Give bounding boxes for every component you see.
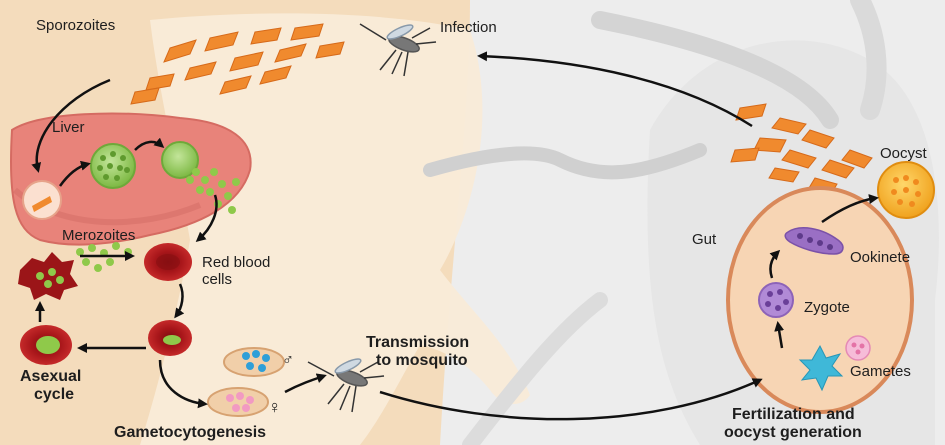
label-sporozoites: Sporozoites — [36, 18, 115, 35]
label-oocyst: Oocyst — [880, 146, 927, 163]
label-fertilization: Fertilization and — [732, 406, 855, 424]
label-zygote: Zygote — [804, 300, 850, 317]
male-gametocyte — [224, 348, 284, 376]
label-ookinete: Ookinete — [850, 250, 910, 267]
label-asexual: Asexual — [20, 368, 81, 386]
female-gametocyte — [208, 388, 268, 416]
label-red-blood: Red blood — [202, 255, 270, 272]
label-gut: Gut — [692, 232, 716, 249]
label-cells: cells — [202, 272, 232, 289]
label-infection: Infection — [440, 20, 497, 37]
label-to-mosquito: to mosquito — [376, 352, 468, 370]
male-symbol: ♂ — [282, 352, 294, 370]
label-transmission: Transmission — [366, 334, 469, 352]
red-blood-cell-center — [156, 254, 180, 270]
label-liver: Liver — [52, 120, 85, 137]
label-gametes: Gametes — [850, 364, 911, 381]
female-gamete — [846, 336, 870, 360]
liver-cell-entry — [23, 181, 61, 219]
label-oocyst-generation: oocyst generation — [724, 424, 862, 442]
ring-stage-parasite — [163, 335, 181, 345]
trophozoite-parasite — [36, 336, 60, 354]
female-symbol: ♀ — [268, 398, 282, 418]
label-gametocytogenesis: Gametocytogenesis — [114, 424, 266, 442]
label-cycle: cycle — [34, 386, 74, 404]
label-merozoites: Merozoites — [62, 228, 135, 245]
